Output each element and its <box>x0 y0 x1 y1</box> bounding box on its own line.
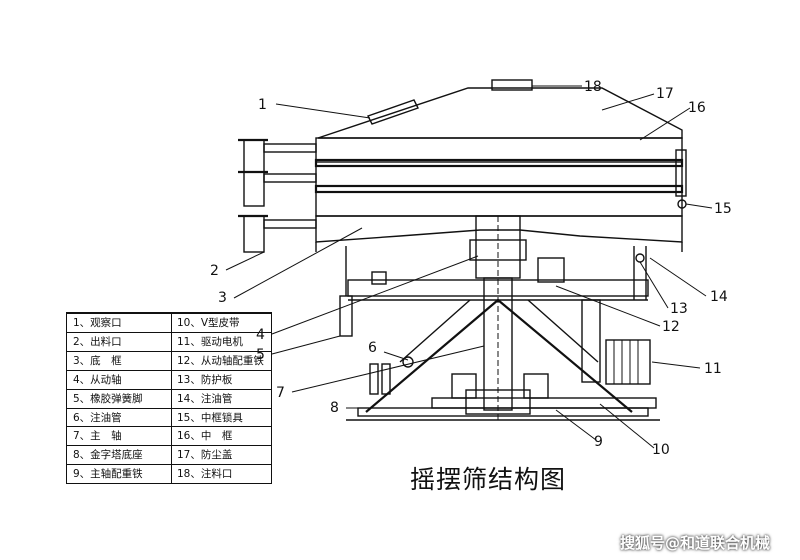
legend-item: 1、观察口 <box>73 317 122 329</box>
guard-plate <box>633 246 647 300</box>
legend-item: 11、驱动电机 <box>177 335 243 348</box>
callout-17: 17 <box>656 86 674 102</box>
legend-row: 7、主 轴 16、中 框 <box>67 426 271 445</box>
discharge-outlets <box>238 138 317 253</box>
callout-1: 1 <box>258 97 267 113</box>
legend-item: 17、防尘盖 <box>177 449 233 462</box>
main-shaft <box>465 215 531 420</box>
callout-16: 16 <box>688 100 706 116</box>
watermark: 搜狐号@和道联合机械 <box>620 534 771 552</box>
observation-port <box>367 99 419 125</box>
leader-lines <box>225 85 713 449</box>
legend-item: 14、注油管 <box>177 392 233 405</box>
legend-row: 3、底 框 12、从动轴配重铁 <box>67 350 271 370</box>
bottom-frame <box>315 215 683 252</box>
legend-item: 15、中框锁具 <box>177 411 243 424</box>
legend-item: 6、注油管 <box>73 411 122 424</box>
callout-12: 12 <box>662 319 680 335</box>
callout-7: 7 <box>276 385 285 401</box>
callout-15: 15 <box>714 201 732 217</box>
callout-18: 18 <box>584 79 602 95</box>
legend-divider <box>171 313 172 483</box>
legend-item: 4、从动轴 <box>73 373 122 386</box>
v-belt <box>431 373 657 409</box>
parts-legend: 1、观察口 10、V型皮带 2、出料口 11、驱动电机 3、底 框 12、从动轴配重铁 4、… <box>66 312 272 484</box>
callouts: 1 2 3 4 5 6 7 8 9 10 11 12 13 14 15 16 1… <box>210 79 732 458</box>
callout-5: 5 <box>256 347 265 363</box>
callout-3: 3 <box>218 290 227 306</box>
legend-row: 1、观察口 10、V型皮带 <box>67 313 271 332</box>
callout-9: 9 <box>594 434 603 450</box>
legend-item: 8、金字塔底座 <box>73 449 143 462</box>
oil-pipe <box>369 356 414 395</box>
legend-item: 5、橡胶弹簧脚 <box>73 392 143 405</box>
callout-10: 10 <box>652 442 670 458</box>
callout-6: 6 <box>368 340 377 356</box>
legend-row: 2、出料口 11、驱动电机 <box>67 331 271 351</box>
middle-frame <box>314 137 684 217</box>
callout-13: 13 <box>670 301 688 317</box>
legend-item: 13、防护板 <box>177 373 233 386</box>
callout-4: 4 <box>256 327 265 343</box>
pyramid-base <box>346 298 660 421</box>
dust-cover <box>317 79 683 139</box>
legend-item: 12、从动轴配重铁 <box>177 354 264 367</box>
rubber-spring-foot <box>339 246 353 337</box>
callout-11: 11 <box>704 361 722 377</box>
legend-row: 5、橡胶弹簧脚 14、注油管 <box>67 388 271 408</box>
legend-row: 9、主轴配重铁 18、注料口 <box>67 464 271 483</box>
legend-item: 18、注料口 <box>177 468 233 481</box>
callout-8: 8 <box>330 400 339 416</box>
legend-row: 4、从动轴 13、防护板 <box>67 369 271 389</box>
legend-item: 2、出料口 <box>73 335 122 348</box>
legend-item: 3、底 框 <box>73 354 122 367</box>
legend-item: 9、主轴配重铁 <box>73 468 143 481</box>
legend-item: 7、主 轴 <box>73 430 122 443</box>
feed-inlet <box>491 79 533 91</box>
legend-row: 6、注油管 15、中框锁具 <box>67 407 271 427</box>
frame-clamp <box>675 149 687 209</box>
diagram-title: 摇摆筛结构图 <box>410 465 567 494</box>
legend-row: 8、金字塔底座 17、防尘盖 <box>67 445 271 464</box>
legend-item: 16、中 框 <box>177 430 233 443</box>
callout-2: 2 <box>210 263 219 279</box>
legend-item: 10、V型皮带 <box>177 317 240 329</box>
callout-14: 14 <box>710 289 728 305</box>
drive-motor <box>581 299 651 385</box>
